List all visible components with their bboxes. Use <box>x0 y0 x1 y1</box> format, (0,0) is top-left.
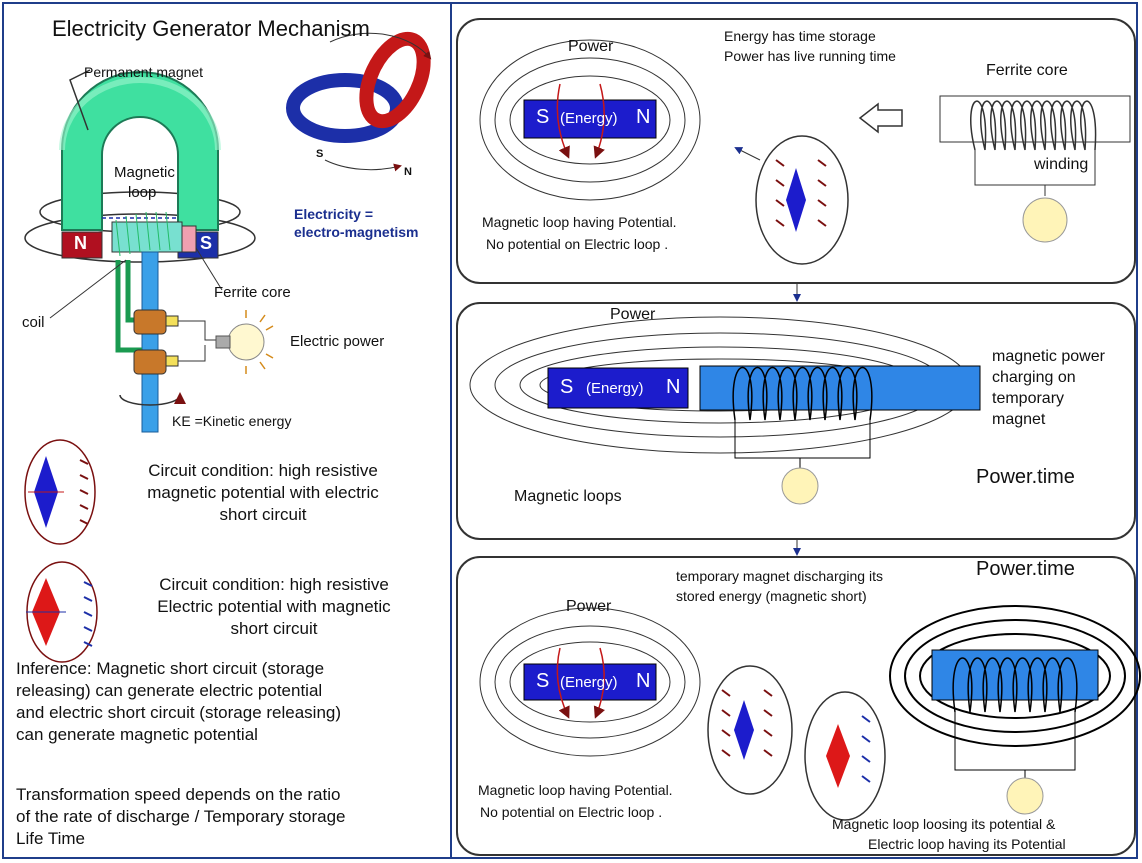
panel1-ferrite-core-label: Ferrite core <box>986 62 1068 79</box>
slip-ring-2 <box>133 349 167 375</box>
panel3-power-time: Power.time <box>976 558 1075 580</box>
panel3-magnet-s: S <box>536 670 550 692</box>
permanent-magnet-label: Permanent magnet <box>84 64 204 80</box>
transformation-line-1: Transformation speed depends on the rati… <box>16 785 341 804</box>
panel3-field-lines-right <box>889 605 1141 747</box>
panel2-side-line-4: magnet <box>992 411 1046 428</box>
panel3-magnet-bar <box>523 663 657 701</box>
panel1-magnet-n: N <box>636 106 651 128</box>
panel2-magnetic-loops: Magnetic loops <box>514 488 622 505</box>
panel2-magnet-n: N <box>666 376 681 398</box>
panel2-magnet-energy: (Energy) <box>586 380 644 397</box>
condition-2-line-2: Electric potential with magnetic <box>157 597 391 616</box>
panel1-loop-symbol <box>734 135 849 265</box>
panel1-magnet-energy: (Energy) <box>560 110 618 127</box>
electricity-equation-1: Electricity = <box>294 206 373 222</box>
panel3-temporary-magnet <box>931 649 1099 701</box>
red-diamond-symbol <box>26 561 98 663</box>
kinetic-energy-label: KE =Kinetic energy <box>172 413 292 429</box>
condition-1: Circuit condition: high resistive magnet… <box>118 460 408 526</box>
condition-1-line-3: short circuit <box>219 505 307 524</box>
panel3-discharge-1: temporary magnet discharging its <box>676 568 883 584</box>
panel2-side-note: magnetic power charging on temporary mag… <box>992 346 1105 430</box>
panel2-side-line-3: temporary <box>992 390 1065 407</box>
transformation-line-3: Life Time <box>16 829 85 848</box>
lightbulb-icon <box>215 310 274 374</box>
panel1-magnet-bar <box>523 99 657 139</box>
panel3-caption-1: Magnetic loop having Potential. <box>478 782 673 798</box>
coil-label: coil <box>22 314 45 331</box>
panel3-field-lines-left <box>479 607 701 757</box>
panel1-winding-label: winding <box>1034 156 1089 174</box>
condition-2-line-1: Circuit condition: high resistive <box>159 575 389 594</box>
panel3-power-label: Power <box>566 598 612 615</box>
rotor-shaft <box>141 251 159 433</box>
panel3-loop-symbol-1 <box>707 665 793 795</box>
north-pole-label: N <box>74 233 87 253</box>
panel3-magnet-energy: (Energy) <box>560 674 618 691</box>
transformation-text: Transformation speed depends on the rati… <box>16 784 345 850</box>
magnet-north-pole <box>61 231 103 259</box>
blue-diamond-symbol <box>24 439 96 545</box>
panel2-power-label: Power <box>610 306 656 323</box>
panel3-discharge-2: stored energy (magnetic short) <box>676 588 867 604</box>
horseshoe-magnet <box>24 69 274 433</box>
inference-line-2: releasing) can generate electric potenti… <box>16 681 323 700</box>
condition-1-line-2: magnetic potential with electric <box>147 483 379 502</box>
center-divider <box>450 2 452 859</box>
linked-rings-icon <box>286 31 432 172</box>
inference-text: Inference: Magnetic short circuit (stora… <box>16 658 341 746</box>
condition-2: Circuit condition: high resistive Electr… <box>124 574 424 640</box>
panel3-right-caption-1: Magnetic loop loosing its potential & <box>832 816 1056 832</box>
panel3-bulb-icon <box>1006 777 1044 815</box>
magnetic-loop-label-2: loop <box>128 184 157 201</box>
slip-ring-1 <box>133 309 167 335</box>
panel2-magnet-s: S <box>560 376 574 398</box>
panel1-caption-2: No potential on Electric loop . <box>486 236 669 252</box>
south-pole-label: S <box>200 233 213 253</box>
panel2-side-line-2: charging on <box>992 369 1076 386</box>
energy-note-1: Energy has time storage <box>724 28 876 44</box>
ring-n-label: N <box>404 166 412 178</box>
panel3-magnet-n: N <box>636 670 651 692</box>
left-arrow-icon <box>858 102 903 134</box>
magnetic-loop-label: Magnetic <box>114 164 175 181</box>
panel1-magnet-s: S <box>536 106 550 128</box>
panel3-right-caption-2: Electric loop having its Potential <box>868 836 1066 852</box>
transformation-line-2: of the rate of discharge / Temporary sto… <box>16 807 346 826</box>
panel2-bulb-icon <box>781 467 819 505</box>
inference-line-1: Inference: Magnetic short circuit (stora… <box>16 659 325 678</box>
panel1-caption-1: Magnetic loop having Potential. <box>482 214 677 230</box>
inference-line-4: can generate magnetic potential <box>16 725 258 744</box>
ring-s-label: S <box>316 148 324 160</box>
ferrite-core-label: Ferrite core <box>214 284 291 301</box>
panel2-side-line-1: magnetic power <box>992 348 1105 365</box>
panel3-loop-symbol-2 <box>804 691 886 821</box>
condition-2-line-3: short circuit <box>230 619 318 638</box>
coil-winding <box>111 211 197 257</box>
electric-power-label: Electric power <box>290 333 385 350</box>
page-title: Electricity Generator Mechanism <box>52 16 370 41</box>
energy-note-2: Power has live running time <box>724 48 896 64</box>
panel2-temporary-magnet <box>699 365 981 411</box>
panel3-caption-2: No potential on Electric loop . <box>480 804 663 820</box>
condition-1-line-1: Circuit condition: high resistive <box>148 461 378 480</box>
electricity-equation-2: electro-magnetism <box>294 224 419 240</box>
panel1-power-label: Power <box>568 38 614 55</box>
inference-line-3: and electric short circuit (storage rele… <box>16 703 342 722</box>
panel2-power-time: Power.time <box>976 466 1075 488</box>
panel1-field-lines <box>479 39 701 201</box>
panel2-magnet-bar <box>547 367 689 409</box>
ferrite-core-winding <box>939 95 1131 243</box>
